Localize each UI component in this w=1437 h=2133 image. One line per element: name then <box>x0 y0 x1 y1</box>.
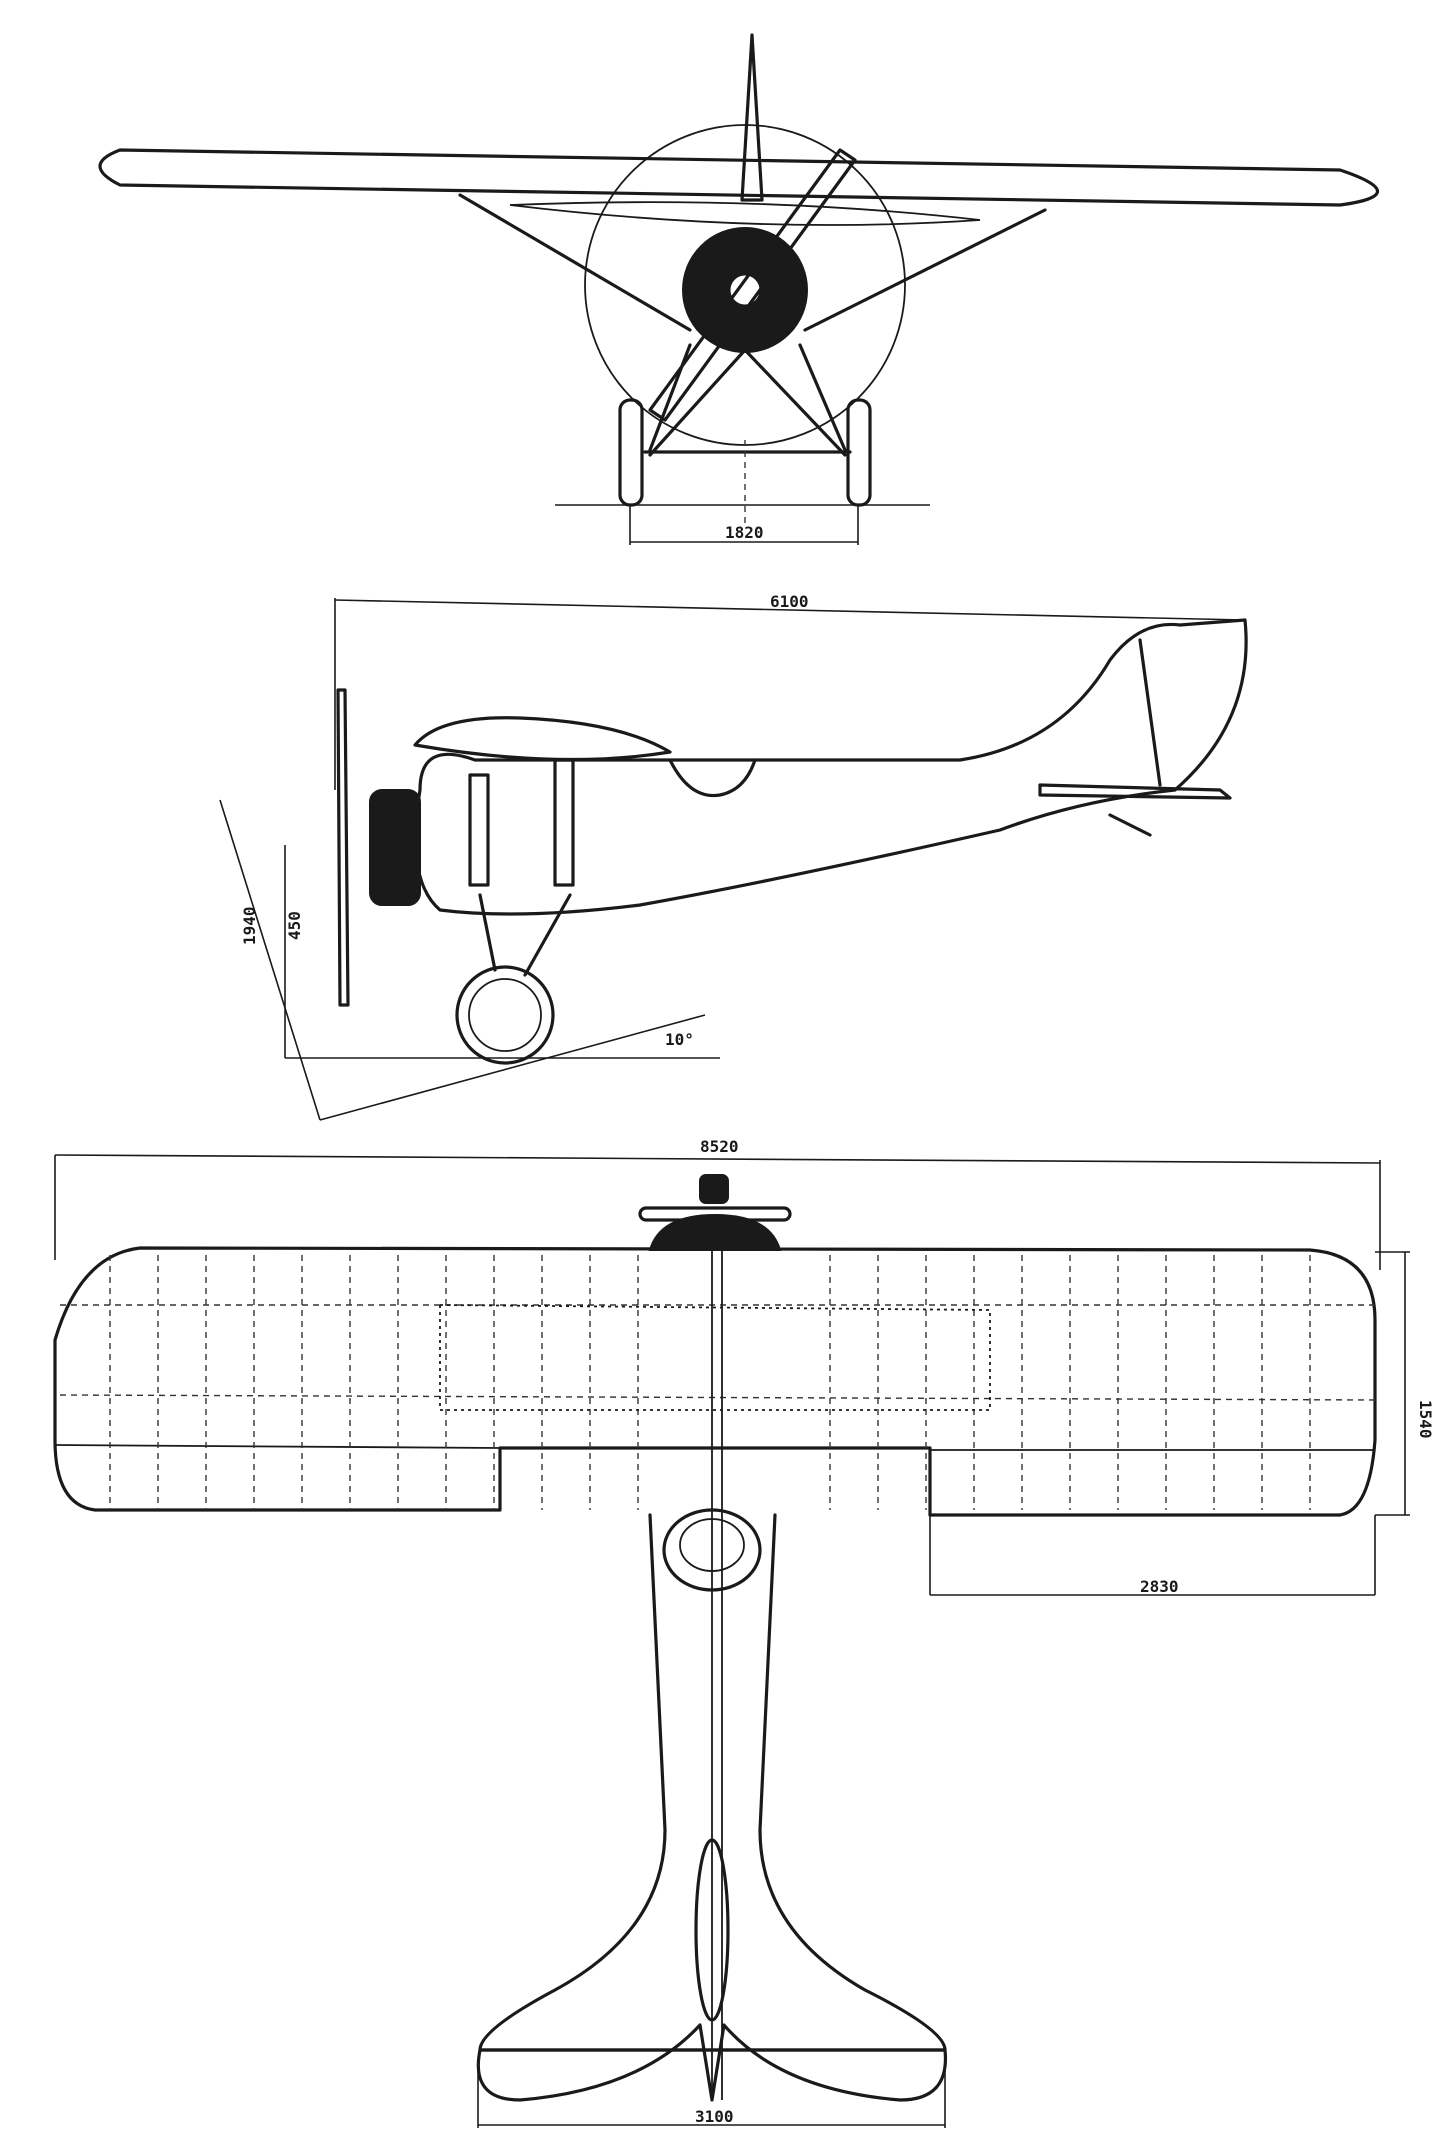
front-strut-left <box>458 193 692 332</box>
front-strut-right <box>803 208 1047 332</box>
plan-chord-label: 1540 <box>1416 1400 1435 1439</box>
front-track-label: 1820 <box>725 523 764 542</box>
plan-spinner <box>699 1174 729 1204</box>
plan-propeller <box>638 1206 792 1222</box>
plan-aileron-label: 2830 <box>1140 1577 1179 1596</box>
front-lower-wing <box>509 201 981 226</box>
side-propeller <box>336 688 350 1007</box>
tail-skid <box>1108 813 1152 837</box>
plan-wing <box>53 1246 1377 1517</box>
tailplane-span-label: 3100 <box>695 2107 734 2126</box>
front-view: 1820 <box>98 33 1379 545</box>
side-tailplane <box>1038 783 1232 800</box>
aileron-left-hinge <box>54 1444 501 1449</box>
gear-leg-left-a <box>648 343 692 452</box>
front-upper-wing <box>98 148 1379 207</box>
front-fin <box>740 33 764 202</box>
plan-span-dimension <box>54 1154 1381 1164</box>
plan-tailplane <box>476 2023 948 2102</box>
height-label-b: 450 <box>285 911 304 940</box>
plan-view: 8520 1540 2830 <box>53 1137 1435 2128</box>
side-fuselage <box>413 618 1248 916</box>
rudder-hinge <box>1138 638 1162 787</box>
front-wheel-left <box>618 398 644 507</box>
side-length-dimension <box>334 599 1246 621</box>
gear-leg-right-a <box>798 343 847 452</box>
plan-lower-wing <box>439 1304 991 1411</box>
gear-leg-right-b <box>743 348 847 457</box>
strut-rear <box>553 758 575 887</box>
height-label-a: 1940 <box>240 906 259 945</box>
rear-spar <box>59 1394 1376 1401</box>
plan-span-label: 8520 <box>700 1137 739 1156</box>
side-wheel <box>455 965 555 1065</box>
side-view: 6100 1940 450 10° <box>219 592 1248 1121</box>
side-upper-wing <box>413 716 672 762</box>
side-gear-rear <box>523 893 572 977</box>
side-gear-front <box>478 893 497 972</box>
side-length-label: 6100 <box>770 592 809 611</box>
front-propeller <box>648 148 857 422</box>
plan-engine <box>648 1213 782 1251</box>
cockpit-cutout <box>668 758 757 798</box>
tail-down-line <box>319 1014 706 1121</box>
side-wheel-hub <box>468 978 542 1052</box>
wing-ribs <box>109 1255 1311 1510</box>
strut-front <box>468 773 490 887</box>
height-dimension-a <box>219 799 321 1121</box>
ground-angle-label: 10° <box>665 1030 694 1049</box>
plan-fin <box>694 1838 730 2022</box>
side-engine <box>369 789 421 906</box>
plan-cockpit-inner <box>679 1518 745 1572</box>
gear-leg-left-b <box>648 348 747 457</box>
plan-cockpit <box>662 1508 762 1592</box>
